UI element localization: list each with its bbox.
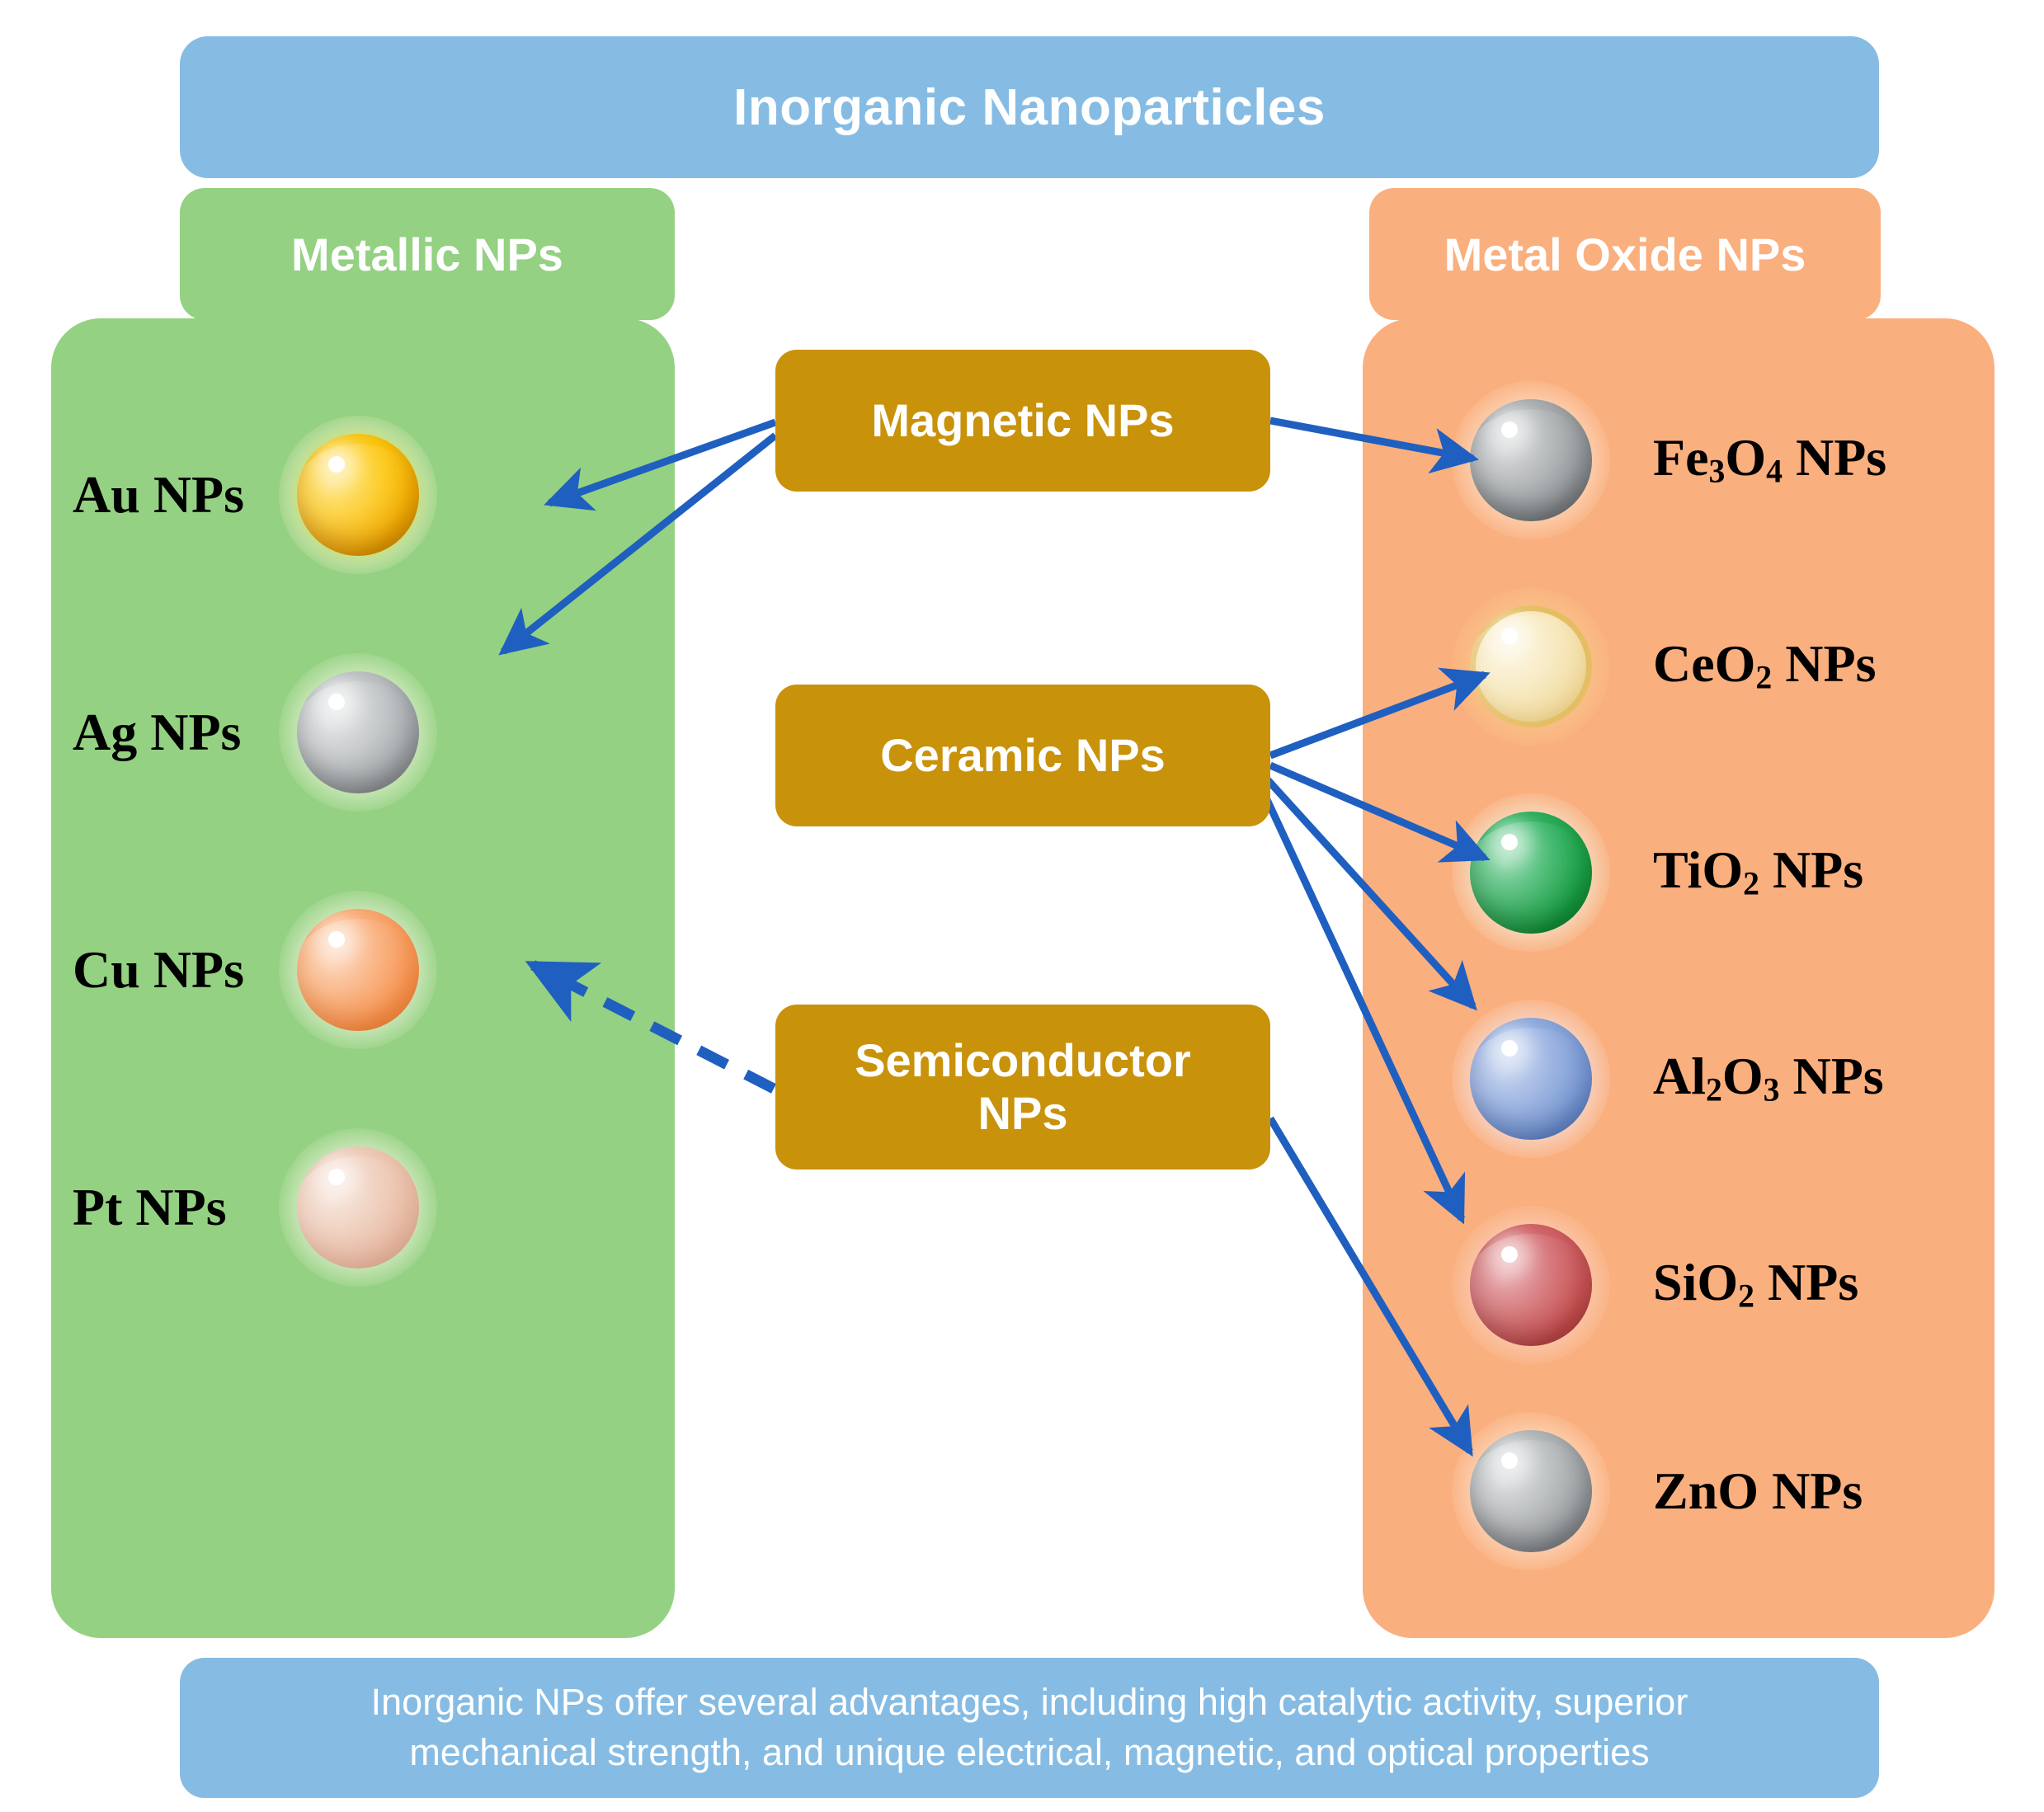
list-item-ceo2-nps: CeO2 NPs bbox=[1452, 587, 2013, 746]
copper-sphere bbox=[279, 891, 437, 1049]
list-item-cu-nps: Cu NPs bbox=[73, 891, 650, 1049]
list-item-zno-nps: ZnO NPs bbox=[1452, 1412, 2013, 1570]
gold-sphere-glint bbox=[328, 455, 346, 473]
alumina-sphere-body bbox=[1470, 1018, 1592, 1140]
zincoxide-sphere-body bbox=[1470, 1430, 1592, 1552]
zincoxide-sphere bbox=[1452, 1412, 1610, 1570]
magnetite-sphere-glint bbox=[1501, 421, 1519, 438]
category-semiconductor-line2: NPs bbox=[977, 1087, 1068, 1139]
gold-sphere bbox=[279, 416, 437, 574]
category-semiconductor-nps[interactable]: Semiconductor NPs bbox=[775, 1005, 1270, 1170]
list-item-au-nps: Au NPs bbox=[73, 416, 650, 574]
gold-sphere-body bbox=[297, 434, 419, 556]
magnetite-sphere-body bbox=[1470, 399, 1592, 521]
metallic-np-header-label: Metallic NPs bbox=[291, 228, 563, 280]
tio2-nps-label: TiO2 NPs bbox=[1653, 840, 1864, 903]
category-magnetic-nps[interactable]: Magnetic NPs bbox=[775, 350, 1270, 492]
metal-oxide-np-header: Metal Oxide NPs bbox=[1369, 188, 1881, 320]
fe3o4-nps-label: Fe3O4 NPs bbox=[1653, 428, 1887, 491]
silica-sphere-glint bbox=[1501, 1245, 1519, 1263]
footer-line-2: mechanical strength, and unique electric… bbox=[409, 1731, 1650, 1773]
metallic-np-header: Metallic NPs bbox=[180, 188, 675, 320]
cu-nps-label: Cu NPs bbox=[73, 940, 245, 999]
silver-sphere bbox=[279, 653, 437, 812]
category-semiconductor-line1: Semiconductor bbox=[855, 1033, 1191, 1086]
list-item-pt-nps: Pt NPs bbox=[73, 1128, 650, 1287]
footer-line-1: Inorganic NPs offer several advantages, … bbox=[370, 1681, 1688, 1724]
diagram-footer-banner: Inorganic NPs offer several advantages, … bbox=[180, 1658, 1879, 1798]
alumina-sphere-glint bbox=[1501, 1039, 1519, 1057]
zno-nps-label: ZnO NPs bbox=[1653, 1461, 1863, 1520]
pt-nps-label: Pt NPs bbox=[73, 1178, 227, 1236]
titania-sphere-body bbox=[1470, 812, 1592, 934]
magnetite-sphere bbox=[1452, 381, 1610, 539]
titania-sphere bbox=[1452, 793, 1610, 952]
titania-sphere-glint bbox=[1501, 833, 1519, 850]
ceo2-nps-label: CeO2 NPs bbox=[1653, 634, 1877, 697]
platinum-sphere-glint bbox=[328, 1168, 346, 1185]
au-nps-label: Au NPs bbox=[73, 465, 245, 524]
list-item-tio2-nps: TiO2 NPs bbox=[1452, 793, 2013, 952]
alumina-sphere bbox=[1452, 1000, 1610, 1158]
copper-sphere-body bbox=[297, 909, 419, 1031]
silver-sphere-glint bbox=[328, 693, 346, 710]
sio2-nps-label: SiO2 NPs bbox=[1653, 1253, 1859, 1315]
metal-oxide-np-header-label: Metal Oxide NPs bbox=[1444, 228, 1806, 280]
al2o3-nps-label: Al2O3 NPs bbox=[1653, 1047, 1884, 1109]
category-ceramic-nps-label: Ceramic NPs bbox=[880, 728, 1166, 781]
diagram-title-banner: Inorganic Nanoparticles bbox=[180, 36, 1879, 178]
silver-sphere-body bbox=[297, 671, 419, 793]
zincoxide-sphere-glint bbox=[1501, 1452, 1519, 1469]
ag-nps-label: Ag NPs bbox=[73, 703, 242, 761]
page-title: Inorganic Nanoparticles bbox=[733, 78, 1326, 136]
platinum-sphere bbox=[279, 1128, 437, 1287]
ceria-sphere-body bbox=[1470, 605, 1592, 727]
ceria-sphere bbox=[1452, 587, 1610, 746]
list-item-al2o3-nps: Al2O3 NPs bbox=[1452, 1000, 2013, 1158]
list-item-sio2-nps: SiO2 NPs bbox=[1452, 1206, 2013, 1364]
category-semiconductor-nps-label: Semiconductor NPs bbox=[855, 1034, 1191, 1141]
silica-sphere-body bbox=[1470, 1224, 1592, 1346]
platinum-sphere-body bbox=[297, 1146, 419, 1268]
list-item-ag-nps: Ag NPs bbox=[73, 653, 650, 812]
silica-sphere bbox=[1452, 1206, 1610, 1364]
list-item-fe3o4-nps: Fe3O4 NPs bbox=[1452, 381, 2013, 539]
category-magnetic-nps-label: Magnetic NPs bbox=[871, 393, 1175, 446]
copper-sphere-glint bbox=[328, 930, 346, 948]
category-ceramic-nps[interactable]: Ceramic NPs bbox=[775, 685, 1270, 826]
ceria-sphere-glint bbox=[1501, 627, 1519, 644]
